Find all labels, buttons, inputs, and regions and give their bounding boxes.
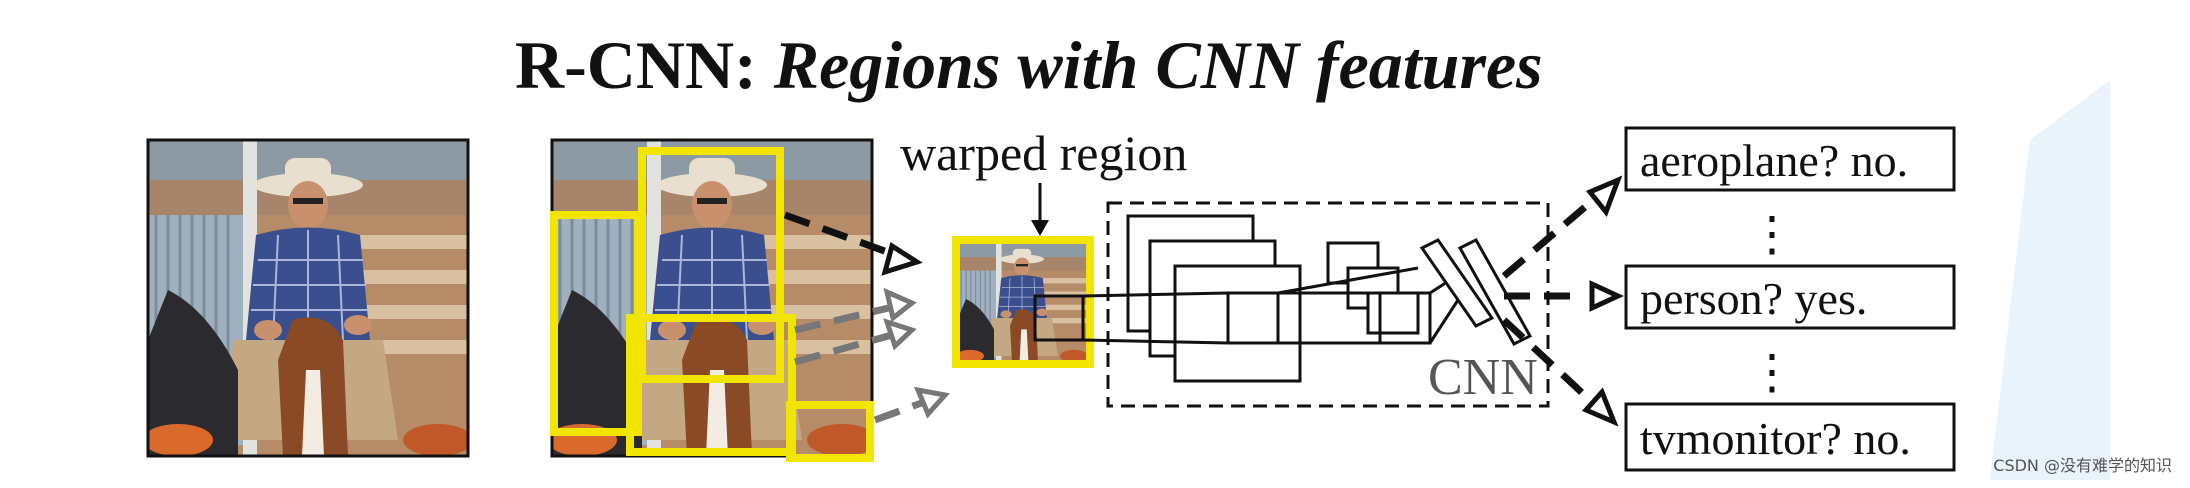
cnn-label: CNN [1428,349,1538,406]
watermark: CSDN @没有难学的知识 [1993,456,2172,475]
cnn-container [1106,201,1550,408]
background-accent-shape [1990,80,2110,480]
title-prefix: R-CNN: [515,27,757,103]
warped-region-frame [952,236,1094,368]
output-label-aeroplane: aeroplane? no. [1640,135,1908,186]
input-image [146,138,470,458]
warped-region-pointer-head [1031,220,1049,236]
warped-region-image [958,242,1087,363]
ellipsis-lower: ⋮ [1748,346,1796,399]
output-arrowheads [1581,175,1624,427]
proposal-box-horse [626,314,796,456]
proposal-box-small [786,401,874,462]
output-arrows [1501,193,1601,405]
output-label-person: person? yes. [1640,273,1867,324]
fc-layers [1419,238,1533,346]
arrow-to-aeroplane [1501,193,1601,279]
proposal-box-left [550,211,642,436]
cnn-layers [1126,214,1432,383]
ellipsis-upper: ⋮ [1748,208,1796,261]
arrow-black [783,211,917,266]
output-label-tvmonitor: tvmonitor? no. [1640,413,1911,464]
warped-region-label: warped region [900,125,1187,181]
arrow-to-tvmonitor [1501,317,1595,405]
proposal-arrowheads [881,242,950,419]
figure-title: R-CNN: Regions with CNN features [515,20,1635,110]
output-box-tvmonitor [1624,402,1956,472]
title-emphasis: Regions with CNN features [773,27,1543,103]
proposal-boxes [550,147,874,462]
output-box-person [1624,264,1956,330]
cnn-projection-lines [1033,266,1460,345]
output-boxes: aeroplane? no. person? yes. tvmonitor? n… [1624,126,1956,472]
output-box-aeroplane [1624,126,1956,192]
